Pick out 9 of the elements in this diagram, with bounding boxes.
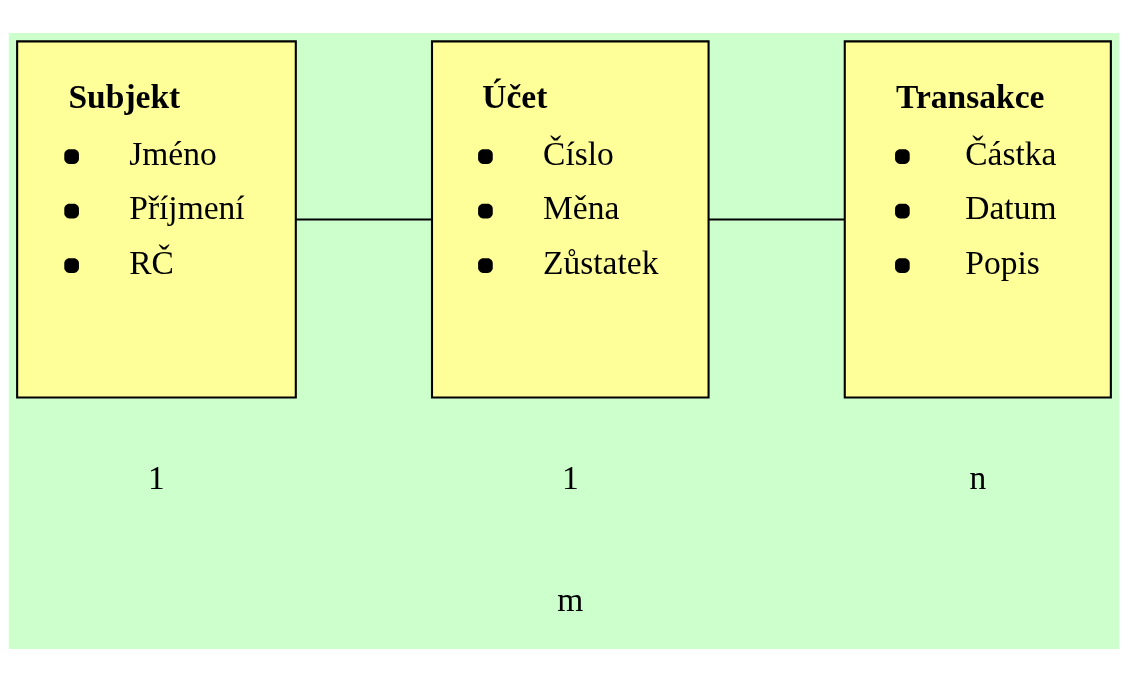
label: 1: [148, 459, 165, 497]
node-box: Transakce Částka Datum Popis: [843, 40, 1112, 399]
connector: [708, 218, 845, 221]
label: m: [557, 580, 584, 618]
connector: [296, 218, 432, 221]
label: 1: [561, 459, 579, 497]
node-box: Účet Číslo Měna Zůstatek: [430, 40, 710, 399]
label: n: [969, 459, 987, 497]
node-box: Subjekt Jméno Příjmení RČ: [16, 40, 297, 399]
